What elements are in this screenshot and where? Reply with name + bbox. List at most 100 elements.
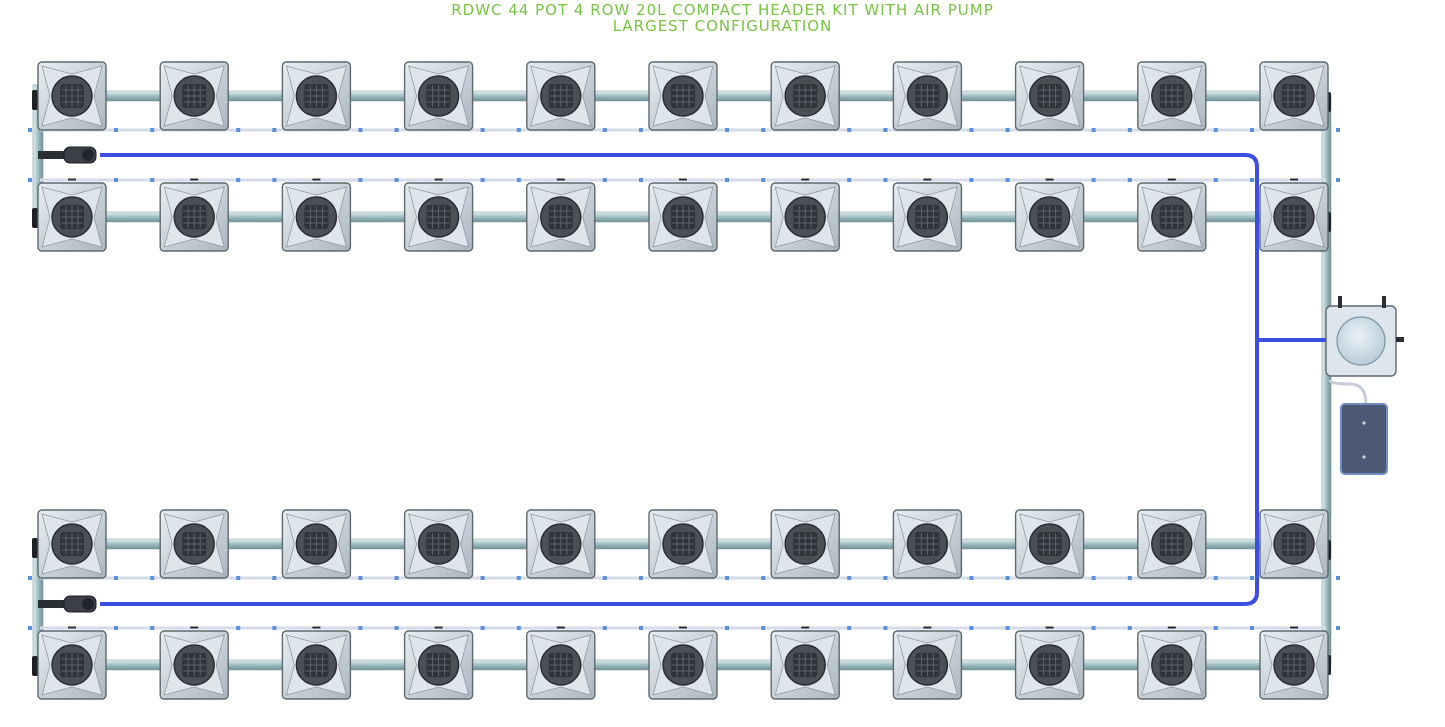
pot-clip bbox=[1045, 626, 1054, 629]
return-connector bbox=[394, 576, 399, 580]
air-line-layer bbox=[38, 146, 1332, 613]
pot-clip bbox=[190, 626, 199, 629]
return-connector bbox=[602, 576, 607, 580]
pot-clip bbox=[434, 626, 443, 629]
return-connector bbox=[1213, 626, 1218, 630]
grow-pot bbox=[1014, 61, 1085, 131]
grow-pot bbox=[159, 630, 229, 700]
grow-pot bbox=[37, 61, 107, 131]
return-connector bbox=[639, 626, 643, 630]
grow-pot bbox=[1259, 630, 1329, 700]
pot-clip bbox=[68, 178, 76, 181]
return-connector bbox=[272, 576, 277, 580]
return-connector bbox=[516, 576, 521, 580]
return-connector bbox=[1091, 178, 1096, 182]
header-tank-lid bbox=[1336, 316, 1386, 366]
return-connector bbox=[639, 576, 643, 580]
return-connector bbox=[847, 626, 852, 630]
return-connector bbox=[847, 576, 852, 580]
grow-pot bbox=[403, 61, 474, 131]
return-connector bbox=[761, 178, 766, 182]
return-connector bbox=[1336, 178, 1340, 182]
return-connector bbox=[1213, 178, 1218, 182]
return-connector bbox=[969, 128, 974, 132]
return-connector bbox=[236, 128, 241, 132]
return-connector bbox=[761, 626, 766, 630]
return-connector bbox=[1005, 576, 1010, 580]
grow-pot bbox=[892, 630, 963, 700]
header-tank-post bbox=[1338, 296, 1342, 308]
return-connector bbox=[883, 128, 888, 132]
grow-pot bbox=[648, 630, 718, 700]
return-connector bbox=[150, 576, 155, 580]
return-connector bbox=[394, 178, 399, 182]
grow-pot bbox=[37, 182, 107, 252]
grow-pot bbox=[37, 509, 107, 579]
return-connector bbox=[1250, 626, 1254, 630]
grow-pot bbox=[892, 61, 963, 131]
return-connector bbox=[1091, 128, 1096, 132]
header-tank-post bbox=[1382, 296, 1386, 308]
return-connector bbox=[1250, 178, 1254, 182]
return-connector bbox=[150, 128, 155, 132]
grow-pot bbox=[648, 182, 718, 252]
return-connector bbox=[883, 178, 888, 182]
grow-pot bbox=[1137, 61, 1207, 131]
return-connector bbox=[272, 626, 277, 630]
pot-clip bbox=[434, 178, 443, 181]
return-connector bbox=[883, 576, 888, 580]
return-connector bbox=[28, 178, 32, 182]
return-connector bbox=[358, 576, 363, 580]
return-connector bbox=[114, 576, 118, 580]
pot-clip bbox=[801, 626, 810, 629]
return-connector bbox=[1005, 128, 1010, 132]
return-connector bbox=[28, 576, 32, 580]
air-valve-knob bbox=[82, 149, 94, 161]
return-connector bbox=[480, 128, 485, 132]
grow-pot bbox=[159, 509, 229, 579]
return-connector bbox=[358, 178, 363, 182]
return-connector bbox=[28, 128, 32, 132]
return-connector bbox=[1127, 626, 1132, 630]
return-connector bbox=[236, 576, 241, 580]
return-connector bbox=[1127, 128, 1132, 132]
grow-pot bbox=[892, 182, 963, 252]
return-connector bbox=[761, 576, 766, 580]
air-pump bbox=[1340, 403, 1388, 475]
pot-clip bbox=[923, 626, 932, 629]
pot-clip bbox=[679, 626, 687, 629]
return-connector bbox=[394, 626, 399, 630]
grow-pot bbox=[1014, 630, 1085, 700]
air-line bbox=[100, 153, 1259, 606]
return-connector bbox=[725, 626, 729, 630]
air-fitting bbox=[38, 151, 66, 159]
grow-pot bbox=[648, 509, 718, 579]
return-connector bbox=[1091, 626, 1096, 630]
grow-pot bbox=[1259, 509, 1329, 579]
return-connector bbox=[1091, 576, 1096, 580]
return-connector bbox=[602, 178, 607, 182]
pot-clip bbox=[1167, 626, 1176, 629]
pot-clip bbox=[679, 178, 687, 181]
grow-pot bbox=[526, 630, 596, 700]
pipe-end-cap bbox=[32, 208, 38, 228]
return-connector bbox=[394, 128, 399, 132]
return-connector bbox=[150, 626, 155, 630]
air-valve-knob bbox=[82, 598, 94, 610]
return-connector bbox=[516, 626, 521, 630]
return-connector bbox=[1005, 626, 1010, 630]
air-pump-screw bbox=[1362, 455, 1366, 459]
return-connector bbox=[1336, 576, 1340, 580]
grow-pot bbox=[159, 182, 229, 252]
grow-pot bbox=[159, 61, 229, 131]
pot-clip bbox=[1290, 626, 1298, 629]
grow-pot bbox=[770, 182, 840, 252]
grow-pot bbox=[1137, 182, 1207, 252]
grow-pot bbox=[1137, 630, 1207, 700]
return-connector bbox=[358, 626, 363, 630]
return-connector bbox=[272, 178, 277, 182]
grow-pot bbox=[37, 630, 107, 700]
return-connector bbox=[761, 128, 766, 132]
return-connector bbox=[1213, 128, 1218, 132]
grow-pot bbox=[526, 182, 596, 252]
